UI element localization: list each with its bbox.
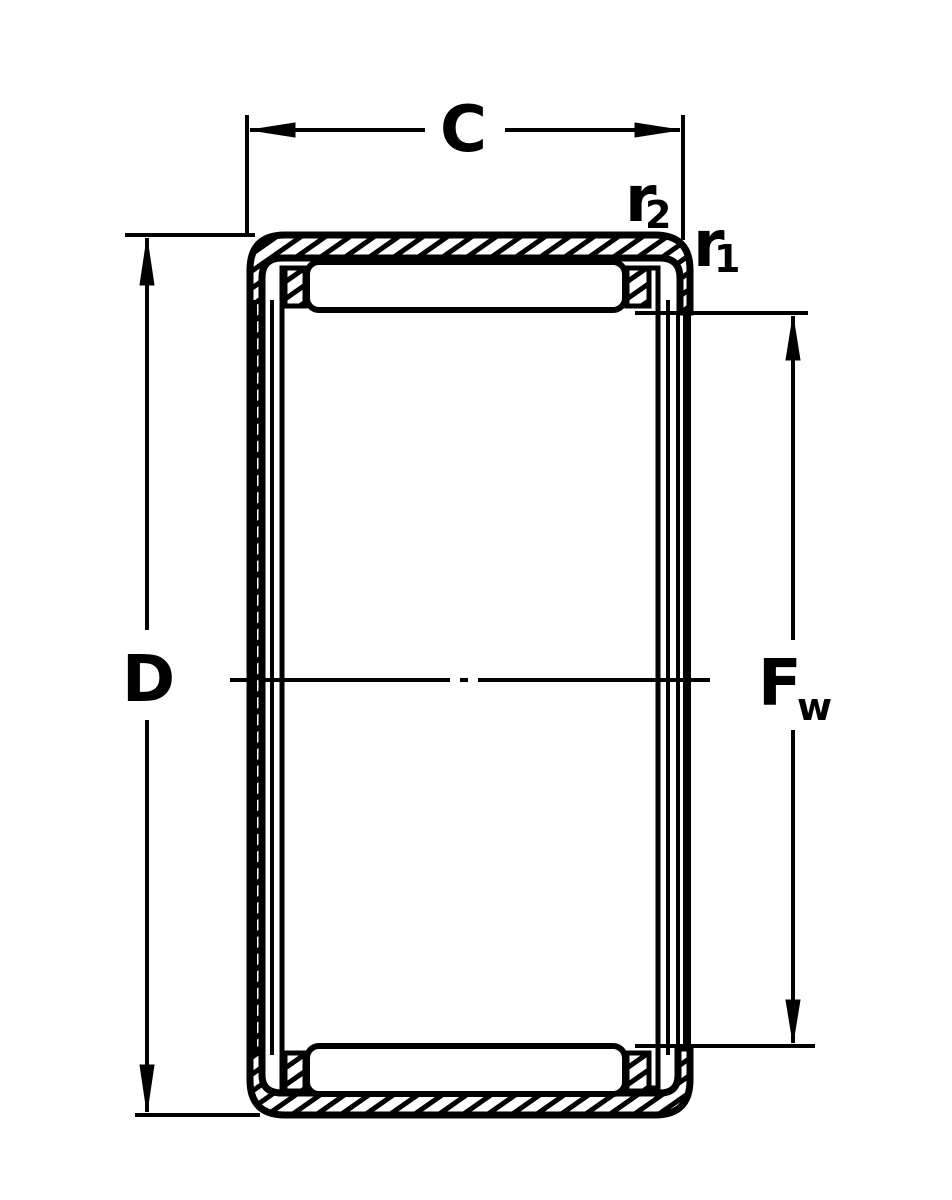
label-r2: r	[625, 163, 657, 237]
dimension-d	[125, 233, 260, 1117]
label-fw-subscript: w	[797, 685, 833, 729]
label-fw: F	[758, 647, 802, 721]
label-r1-subscript: 1	[714, 237, 741, 281]
label-c: C	[440, 93, 487, 167]
needle-rollers	[304, 259, 628, 1097]
outer-cup	[246, 231, 694, 1119]
label-r1: r	[693, 208, 725, 282]
label-r2-subscript: 2	[645, 193, 672, 237]
dimension-fw	[635, 311, 815, 1048]
label-d: D	[122, 643, 176, 717]
dimension-c	[245, 115, 685, 240]
